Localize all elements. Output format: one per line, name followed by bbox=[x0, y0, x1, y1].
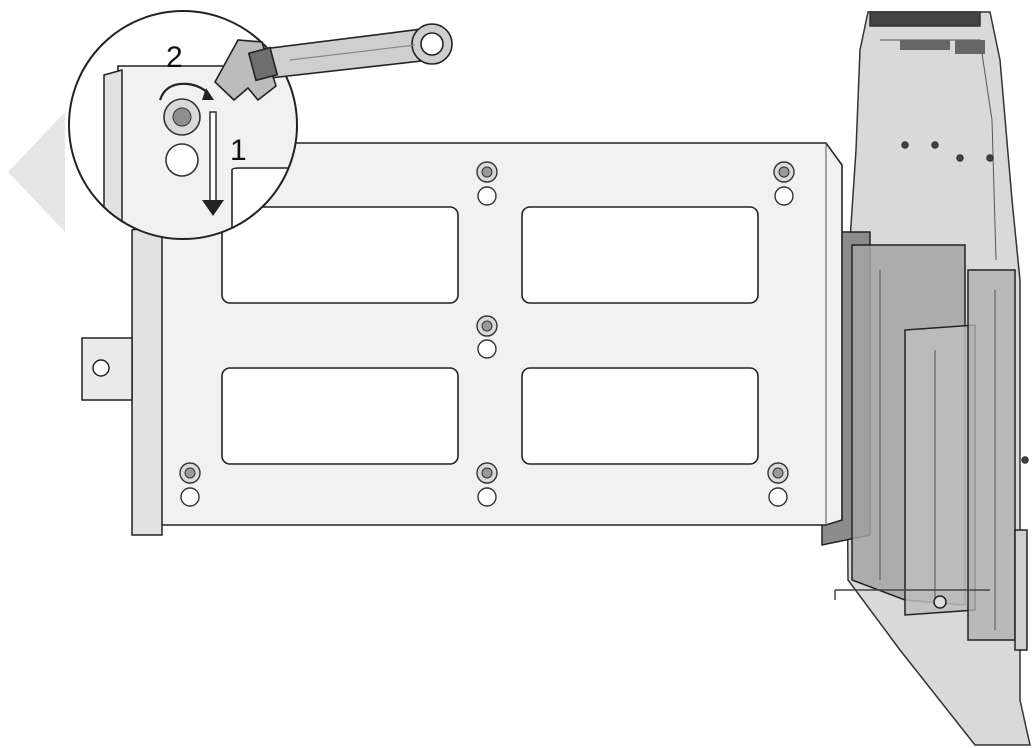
screw bbox=[767, 462, 789, 507]
screws bbox=[179, 161, 795, 507]
mounting-rails bbox=[821, 231, 1028, 651]
down-arrow-icon bbox=[202, 111, 224, 216]
zoom-detail: 2 1 bbox=[68, 10, 453, 240]
screw bbox=[773, 161, 795, 206]
screw bbox=[476, 462, 498, 507]
step-1-label: 1 bbox=[230, 134, 247, 167]
rotate-arrow-head bbox=[202, 88, 214, 100]
back-arrow-icon[interactable] bbox=[8, 112, 65, 232]
screw bbox=[476, 161, 498, 206]
plate-cutouts bbox=[221, 206, 759, 465]
screw bbox=[179, 462, 201, 507]
flange-hole bbox=[92, 359, 110, 377]
step-2-label: 2 bbox=[166, 41, 183, 74]
screw bbox=[476, 315, 498, 359]
wrench-icon bbox=[214, 23, 453, 102]
